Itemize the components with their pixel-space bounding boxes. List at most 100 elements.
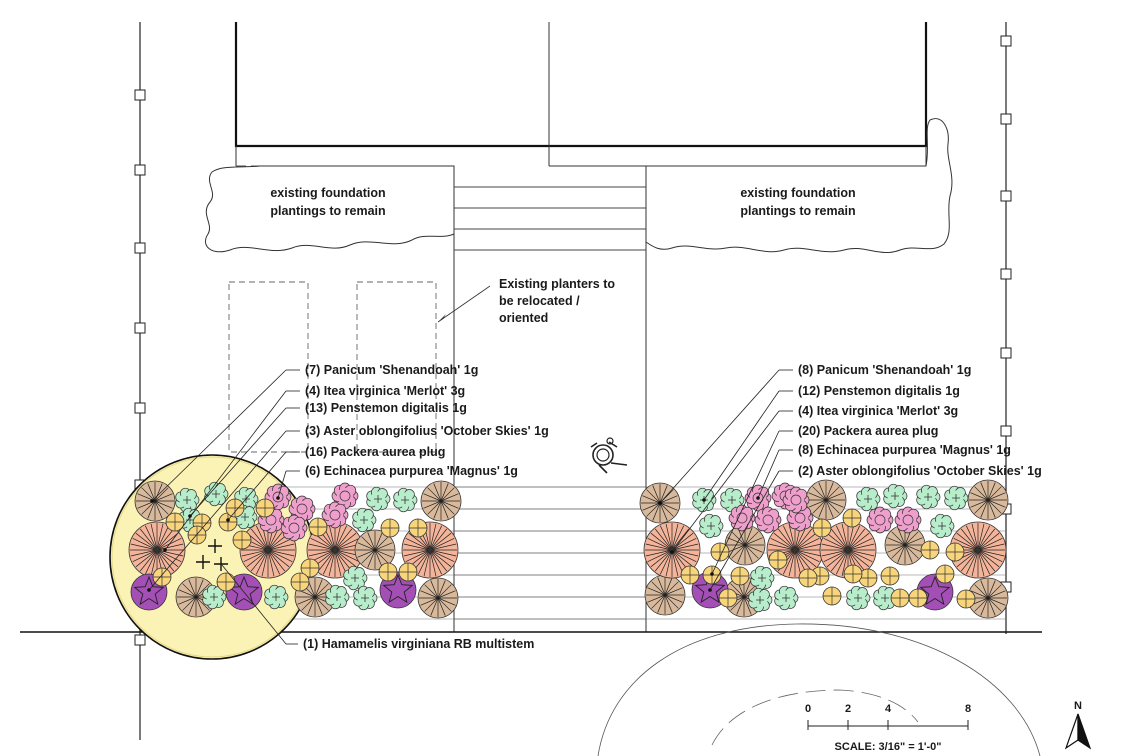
foundation-right-line1: existing foundation <box>740 186 855 200</box>
label-left-penstemon: (13) Penstemon digitalis 1g <box>305 401 467 415</box>
packera-plant <box>768 550 788 570</box>
fence-post <box>134 322 146 334</box>
packera-plant <box>945 542 965 562</box>
echinacea-plant <box>728 504 756 532</box>
street-arc-dashed <box>711 689 919 746</box>
label-right-echinacea: (8) Echinacea purpurea 'Magnus' 1g <box>798 443 1011 457</box>
label-right-packera: (20) Packera aurea plug <box>798 424 938 438</box>
itea-plant <box>306 521 364 579</box>
fence-post <box>134 402 146 414</box>
fence-post <box>134 634 146 646</box>
echinacea-plant <box>866 506 894 534</box>
hamamelis-stems <box>196 539 228 571</box>
panicum-plant <box>175 576 217 618</box>
fence-post <box>1000 347 1012 359</box>
penstemon-plant <box>916 484 941 510</box>
penstemon-plant <box>856 486 881 512</box>
leader-line <box>709 470 780 591</box>
packera-plant <box>378 562 398 582</box>
panicum-plant <box>354 529 396 571</box>
existing-planter-right <box>356 281 437 453</box>
leader-dot <box>756 496 760 500</box>
echinacea-plant <box>321 501 349 529</box>
planters-note-arrow <box>438 314 446 322</box>
label-left-packera: (16) Packera aurea plug <box>305 445 445 459</box>
penstemon-plant <box>774 585 799 611</box>
packera-plant <box>908 588 928 608</box>
packera-plant <box>232 530 252 550</box>
penstemon-plant <box>748 587 773 613</box>
leader-line <box>151 369 287 502</box>
penstemon-plant <box>202 584 227 610</box>
north-arrow-icon: N <box>1064 700 1092 750</box>
label-right-penstemon: (12) Penstemon digitalis 1g <box>798 384 960 398</box>
packera-plant <box>380 518 400 538</box>
penstemon-plant <box>699 513 724 539</box>
packera-plant <box>858 568 878 588</box>
leader-dot <box>147 588 151 592</box>
leader-dot <box>710 572 714 576</box>
packera-plant <box>218 512 238 532</box>
scale-tick-4: 4 <box>885 703 892 715</box>
label-left-panicum: (7) Panicum 'Shenandoah' 1g <box>305 363 478 377</box>
echinacea-plant <box>288 495 316 523</box>
leader-line <box>148 430 287 591</box>
planters-note-line3: oriented <box>499 311 548 325</box>
foundation-planting-left <box>205 165 455 253</box>
penstemon-plant <box>846 585 871 611</box>
foundation-right-line2: plantings to remain <box>740 204 855 218</box>
planters-note-line1: Existing planters to <box>499 277 615 291</box>
echinacea-plant <box>280 514 308 542</box>
packera-plant <box>680 565 700 585</box>
right-plant-labels: (8) Panicum 'Shenandoah' 1g (12) Penstem… <box>798 363 1042 478</box>
penstemon-plant <box>720 487 745 513</box>
leader-dot <box>702 498 706 502</box>
packera-plant <box>255 498 275 518</box>
leader-dot <box>226 518 230 522</box>
panicum-plant <box>805 479 847 521</box>
fence-post <box>1000 35 1012 47</box>
leader-line <box>221 564 287 645</box>
panicum-plant <box>644 574 686 616</box>
house-outline <box>234 22 928 167</box>
leader-dot <box>163 548 167 552</box>
penstemon-plant <box>325 584 350 610</box>
packera-plant <box>822 586 842 606</box>
packera-plant <box>300 558 320 578</box>
packera-plant <box>890 588 910 608</box>
existing-planter-left <box>228 281 309 453</box>
leader-dot <box>670 550 674 554</box>
echinacea-plant <box>754 506 782 534</box>
scale-caption: SCALE: 3/16" = 1'-0" <box>835 741 942 753</box>
fence-post <box>1000 425 1012 437</box>
leader-line <box>671 410 780 553</box>
packera-plant <box>165 512 185 532</box>
north-label: N <box>1074 700 1082 712</box>
packera-plant <box>408 518 428 538</box>
planters-note-leader <box>437 285 491 323</box>
fence-post <box>134 242 146 254</box>
packera-plant <box>225 498 245 518</box>
leader-dot <box>658 501 662 505</box>
fence-post <box>1000 113 1012 125</box>
leader-dot <box>276 496 280 500</box>
packera-plant <box>880 566 900 586</box>
panicum-plant <box>967 479 1009 521</box>
fence-post <box>134 164 146 176</box>
echinacea-plant <box>894 506 922 534</box>
penstemon-plant <box>883 483 908 509</box>
penstemon-plant <box>352 507 377 533</box>
foundation-left-line1: existing foundation <box>270 186 385 200</box>
leader-line <box>277 470 287 499</box>
penstemon-plant <box>750 565 775 591</box>
packera-plant <box>798 568 818 588</box>
left-plant-labels: (7) Panicum 'Shenandoah' 1g (4) Itea vir… <box>305 363 549 478</box>
street-arc <box>597 623 1041 756</box>
penstemon-plant <box>366 486 391 512</box>
packera-plant <box>718 588 738 608</box>
planting-beds <box>128 479 1009 619</box>
leader-line <box>227 451 287 521</box>
echinacea-plant <box>331 482 359 510</box>
panicum-plant <box>724 524 766 566</box>
fence-post <box>1000 268 1012 280</box>
